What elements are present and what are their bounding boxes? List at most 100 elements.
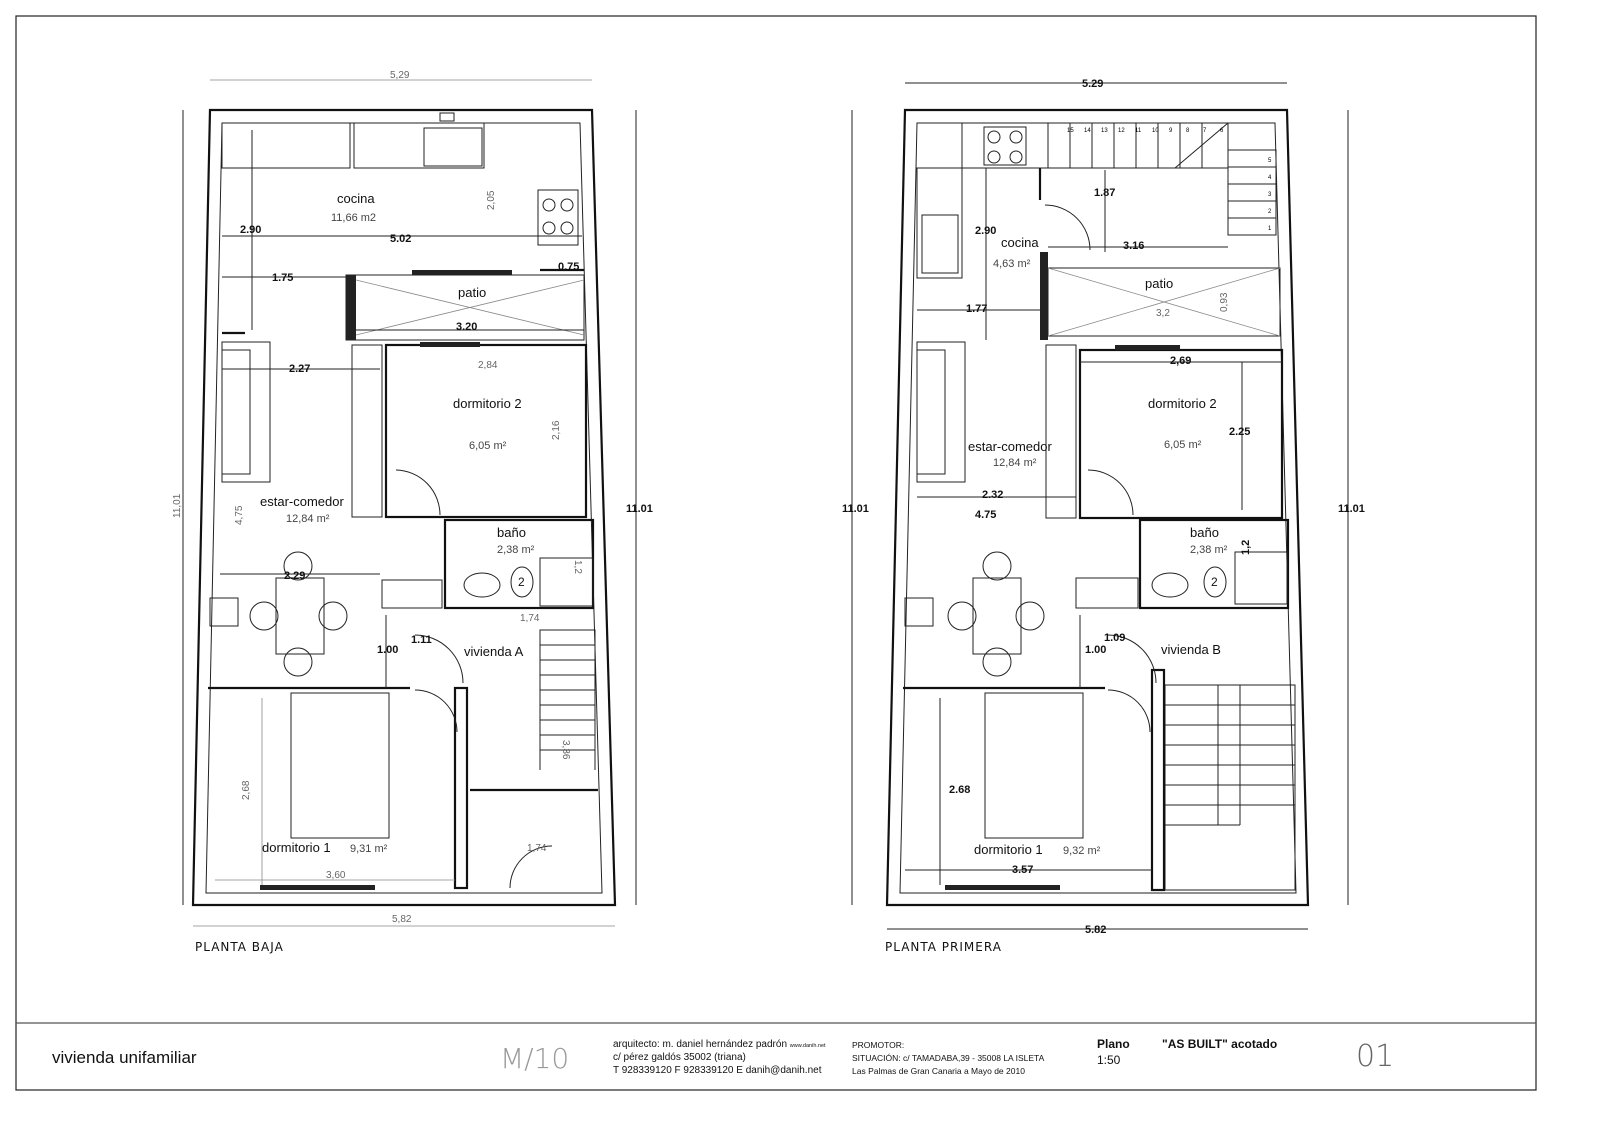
stair-step-number: 2 bbox=[1268, 209, 1272, 215]
room-area: 6,05 m² bbox=[1164, 439, 1202, 451]
dim: 2.27 bbox=[289, 363, 310, 375]
dim: 2.25 bbox=[1229, 426, 1250, 438]
dim: 3.57 bbox=[1012, 864, 1033, 876]
dim-right: 11.01 bbox=[626, 503, 653, 515]
dim: 2.90 bbox=[975, 225, 996, 237]
washbasin-icon bbox=[1151, 572, 1189, 598]
sofa bbox=[221, 341, 271, 483]
room-label: dormitorio 1 bbox=[262, 840, 331, 855]
dim: 3.20 bbox=[456, 321, 477, 333]
dim: 1,74 bbox=[527, 843, 547, 854]
dim: 2.90 bbox=[240, 224, 261, 236]
room-area: 12,84 m² bbox=[286, 513, 330, 525]
plan-title: PLANTA PRIMERA bbox=[885, 940, 1002, 954]
plano-title: "AS BUILT" acotado bbox=[1162, 1037, 1277, 1051]
dim: 2,69 bbox=[1170, 355, 1191, 367]
room-label: vivienda B bbox=[1161, 642, 1221, 657]
stair-step-number: 8 bbox=[1186, 128, 1190, 134]
bed bbox=[984, 692, 1084, 839]
title-block: vivienda unifamiliar M/10 arquitecto: m.… bbox=[52, 1037, 1394, 1076]
stair-step-number: 12 bbox=[1118, 128, 1125, 134]
room-label: cocina bbox=[337, 191, 375, 206]
dim: 2,68 bbox=[241, 780, 252, 800]
dim-bottom: 5,82 bbox=[392, 914, 412, 925]
wc-label: 2 bbox=[518, 575, 525, 589]
stair-step-number: 9 bbox=[1169, 128, 1173, 134]
dim: 3,36 bbox=[560, 740, 571, 760]
sheet-border bbox=[15, 15, 1537, 1091]
dim: 1.75 bbox=[272, 272, 293, 284]
room-label: patio bbox=[458, 285, 486, 300]
promotor: PROMOTOR: bbox=[852, 1040, 904, 1050]
room-area: 2,38 m² bbox=[1190, 544, 1228, 556]
dim-right: 11.01 bbox=[1338, 503, 1365, 515]
room-dormitorio-2 bbox=[1078, 348, 1284, 520]
sink-icon bbox=[423, 127, 483, 167]
architect-address: c/ pérez galdós 35002 (triana) bbox=[613, 1052, 746, 1063]
room-area: 12,84 m² bbox=[993, 457, 1037, 469]
dim: 1.00 bbox=[1085, 644, 1106, 656]
stair-step-number: 3 bbox=[1268, 192, 1272, 198]
counter bbox=[353, 122, 485, 169]
dim: 5.02 bbox=[390, 233, 411, 245]
staircase bbox=[1038, 122, 1296, 891]
dim: 0.75 bbox=[558, 261, 579, 273]
room-area: 4,63 m² bbox=[993, 258, 1031, 270]
room-label: dormitorio 2 bbox=[453, 396, 522, 411]
room-label: estar-comedor bbox=[968, 439, 1052, 454]
dim: 3,60 bbox=[326, 870, 346, 881]
dim-bottom: 5.82 bbox=[1085, 924, 1106, 936]
room-label: estar-comedor bbox=[260, 494, 344, 509]
room-area: 9,31 m² bbox=[350, 843, 388, 855]
dim: 1.09 bbox=[1104, 632, 1125, 644]
room-area: 11,66 m2 bbox=[331, 212, 376, 224]
toilet-icon bbox=[1203, 566, 1227, 598]
dim: 1.11 bbox=[411, 634, 432, 646]
project-name: vivienda unifamiliar bbox=[52, 1048, 197, 1067]
wc-label: 2 bbox=[1211, 575, 1218, 589]
patio bbox=[1047, 267, 1281, 337]
stair-step-number: 13 bbox=[1101, 128, 1108, 134]
room-dormitorio-2 bbox=[384, 343, 588, 519]
outer-wall bbox=[191, 108, 617, 907]
room-label: vivienda A bbox=[464, 644, 524, 659]
dim: 2.68 bbox=[949, 784, 970, 796]
counter bbox=[221, 122, 351, 169]
inner-wall bbox=[899, 122, 1297, 894]
sink-icon bbox=[921, 214, 959, 274]
room-label: baño bbox=[1190, 525, 1219, 540]
dim: 1,2 bbox=[572, 560, 583, 574]
counter bbox=[961, 122, 1049, 169]
dim: 4.75 bbox=[975, 509, 996, 521]
counter bbox=[916, 167, 963, 279]
stair-step-number: 5 bbox=[1268, 158, 1272, 164]
room-label: patio bbox=[1145, 276, 1173, 291]
dim: 2.32 bbox=[982, 489, 1003, 501]
studio-logo: M/10 bbox=[500, 1042, 569, 1075]
plan-title: PLANTA BAJA bbox=[195, 940, 284, 954]
stair-step-number: 15 bbox=[1067, 128, 1074, 134]
dim: 2.29 bbox=[284, 570, 305, 582]
situacion: SITUACIÓN: c/ TAMADABA,39 - 35008 LA ISL… bbox=[852, 1053, 1045, 1063]
dim: 2,16 bbox=[551, 420, 562, 440]
stair-step-number: 10 bbox=[1152, 128, 1159, 134]
dim-left: 11,01 bbox=[172, 493, 183, 518]
washbasin-icon bbox=[463, 572, 501, 598]
sofa bbox=[916, 341, 966, 483]
door-swing bbox=[395, 469, 441, 516]
dim-left: 11.01 bbox=[842, 503, 869, 515]
architect: arquitecto: m. daniel hernández padrón w… bbox=[613, 1039, 826, 1050]
dim: 1,2 bbox=[1240, 540, 1252, 555]
room-label: cocina bbox=[1001, 235, 1039, 250]
staircase bbox=[470, 629, 598, 889]
dim: 2,05 bbox=[486, 190, 497, 210]
architect-contact: T 928339120 F 928339120 E danih@danih.ne… bbox=[613, 1065, 822, 1076]
dim: 1.77 bbox=[966, 303, 987, 315]
scale: 1:50 bbox=[1097, 1053, 1121, 1067]
stair-step-number: 6 bbox=[1220, 128, 1224, 134]
dim: 1.87 bbox=[1094, 187, 1115, 199]
room-label: baño bbox=[497, 525, 526, 540]
room-label: dormitorio 1 bbox=[974, 842, 1043, 857]
toilet-icon bbox=[510, 566, 534, 598]
